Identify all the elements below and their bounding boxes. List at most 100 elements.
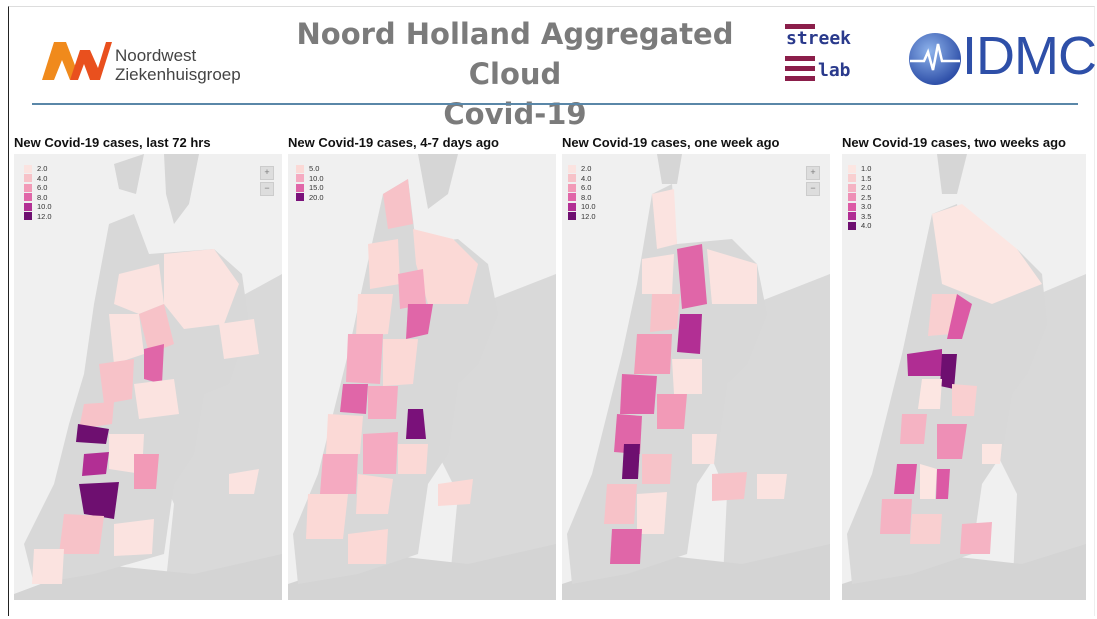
streeklab-logo: streek lab (782, 24, 872, 88)
legend-swatch (848, 174, 856, 183)
legend-label: 5.0 (309, 164, 320, 174)
legend-item: 4.0 (568, 174, 596, 184)
legend-swatch (24, 212, 32, 221)
legend-label: 4.0 (861, 221, 872, 231)
legend-item: 6.0 (24, 183, 52, 193)
legend-item: 2.5 (848, 193, 871, 203)
legend-item: 6.0 (568, 183, 596, 193)
streeklab-bars-icon (785, 24, 815, 81)
legend-label: 2.5 (861, 192, 872, 202)
legend-swatch (568, 174, 576, 183)
zoom-out-button[interactable]: − (806, 182, 820, 196)
page-title: Noord Holland Aggregated Cloud Covid-19 (255, 14, 775, 134)
title-line-1: Noord Holland Aggregated Cloud (296, 17, 734, 91)
legend-label: 8.0 (37, 192, 48, 202)
legend-swatch (848, 212, 856, 221)
legend-swatch (848, 202, 856, 211)
legend-label: 12.0 (581, 211, 596, 221)
legend-item: 15.0 (296, 183, 324, 193)
legend-item: 12.0 (568, 212, 596, 222)
legend-item: 2.0 (24, 164, 52, 174)
noordwest-logo: Noordwest Ziekenhuisgroep (40, 38, 260, 88)
legend-item: 1.5 (848, 174, 871, 184)
noordwest-logo-text: Noordwest Ziekenhuisgroep (115, 46, 241, 84)
legend-swatch (296, 174, 304, 183)
map-legend: 2.0 4.0 6.0 8.0 10.0 12.0 (568, 164, 596, 221)
legend-swatch (296, 183, 304, 192)
legend-label: 10.0 (581, 202, 596, 212)
legend-swatch (568, 212, 576, 221)
legend-item: 10.0 (24, 202, 52, 212)
legend-item: 8.0 (568, 193, 596, 203)
legend-label: 4.0 (37, 173, 48, 183)
idmc-logo: IDMC (906, 26, 1097, 88)
legend-label: 2.0 (581, 164, 592, 174)
zoom-in-button[interactable]: + (260, 166, 274, 180)
legend-swatch (296, 164, 304, 173)
panel-title: New Covid-19 cases, two weeks ago (842, 135, 1066, 150)
legend-swatch (568, 164, 576, 173)
header-divider (32, 103, 1078, 105)
legend-label: 3.0 (861, 202, 872, 212)
legend-label: 15.0 (309, 183, 324, 193)
legend-swatch (848, 183, 856, 192)
legend-swatch (24, 183, 32, 192)
idmc-wordmark: IDMC (962, 26, 1097, 86)
noordwest-logo-mark-icon (42, 42, 112, 80)
legend-label: 8.0 (581, 192, 592, 202)
legend-item: 10.0 (568, 202, 596, 212)
legend-item: 4.0 (24, 174, 52, 184)
legend-item: 2.0 (848, 183, 871, 193)
map-legend: 2.0 4.0 6.0 8.0 10.0 12.0 (24, 164, 52, 221)
legend-label: 4.0 (581, 173, 592, 183)
legend-swatch (24, 193, 32, 202)
legend-label: 1.0 (861, 164, 872, 174)
legend-swatch (24, 164, 32, 173)
legend-label: 6.0 (581, 183, 592, 193)
map-panel-two-weeks: New Covid-19 cases, two weeks ago 1.0 1.… (842, 132, 1090, 602)
choropleth-map[interactable] (288, 154, 556, 600)
legend-swatch (24, 174, 32, 183)
legend-swatch (848, 221, 856, 230)
legend-swatch (568, 183, 576, 192)
map-panel-72hrs: New Covid-19 cases, last 72 hrs 2.0 4.0 (14, 132, 282, 602)
panel-title: New Covid-19 cases, 4-7 days ago (288, 135, 499, 150)
zoom-in-button[interactable]: + (806, 166, 820, 180)
choropleth-map[interactable] (562, 154, 830, 600)
legend-item: 4.0 (848, 221, 871, 231)
legend-item: 3.5 (848, 212, 871, 222)
panel-title: New Covid-19 cases, one week ago (562, 135, 780, 150)
choropleth-map[interactable] (14, 154, 282, 600)
legend-label: 1.5 (861, 173, 872, 183)
legend-label: 2.0 (37, 164, 48, 174)
legend-item: 5.0 (296, 164, 324, 174)
streeklab-word-2: lab (818, 60, 851, 81)
zoom-out-button[interactable]: − (260, 182, 274, 196)
legend-swatch (848, 193, 856, 202)
legend-label: 10.0 (309, 173, 324, 183)
legend-swatch (568, 202, 576, 211)
legend-item: 20.0 (296, 193, 324, 203)
legend-swatch (24, 202, 32, 211)
legend-label: 20.0 (309, 192, 324, 202)
title-line-2: Covid-19 (443, 97, 587, 131)
heartbeat-globe-icon (909, 33, 961, 85)
legend-item: 1.0 (848, 164, 871, 174)
map-legend: 1.0 1.5 2.0 2.5 3.0 3.5 4.0 (848, 164, 871, 231)
logo-line-1: Noordwest (115, 46, 197, 65)
legend-swatch (296, 193, 304, 202)
legend-item: 2.0 (568, 164, 596, 174)
header: Noordwest Ziekenhuisgroep Noord Holland … (0, 0, 1097, 131)
legend-item: 12.0 (24, 212, 52, 222)
legend-item: 8.0 (24, 193, 52, 203)
legend-label: 6.0 (37, 183, 48, 193)
legend-item: 3.0 (848, 202, 871, 212)
legend-swatch (848, 164, 856, 173)
map-panel-4-7-days: New Covid-19 cases, 4-7 days ago 5.0 10.… (288, 132, 556, 602)
choropleth-map[interactable] (842, 154, 1086, 600)
legend-label: 12.0 (37, 211, 52, 221)
legend-item: 10.0 (296, 174, 324, 184)
legend-swatch (568, 193, 576, 202)
streeklab-word-1: streek (786, 28, 852, 49)
page-frame (8, 6, 1095, 616)
